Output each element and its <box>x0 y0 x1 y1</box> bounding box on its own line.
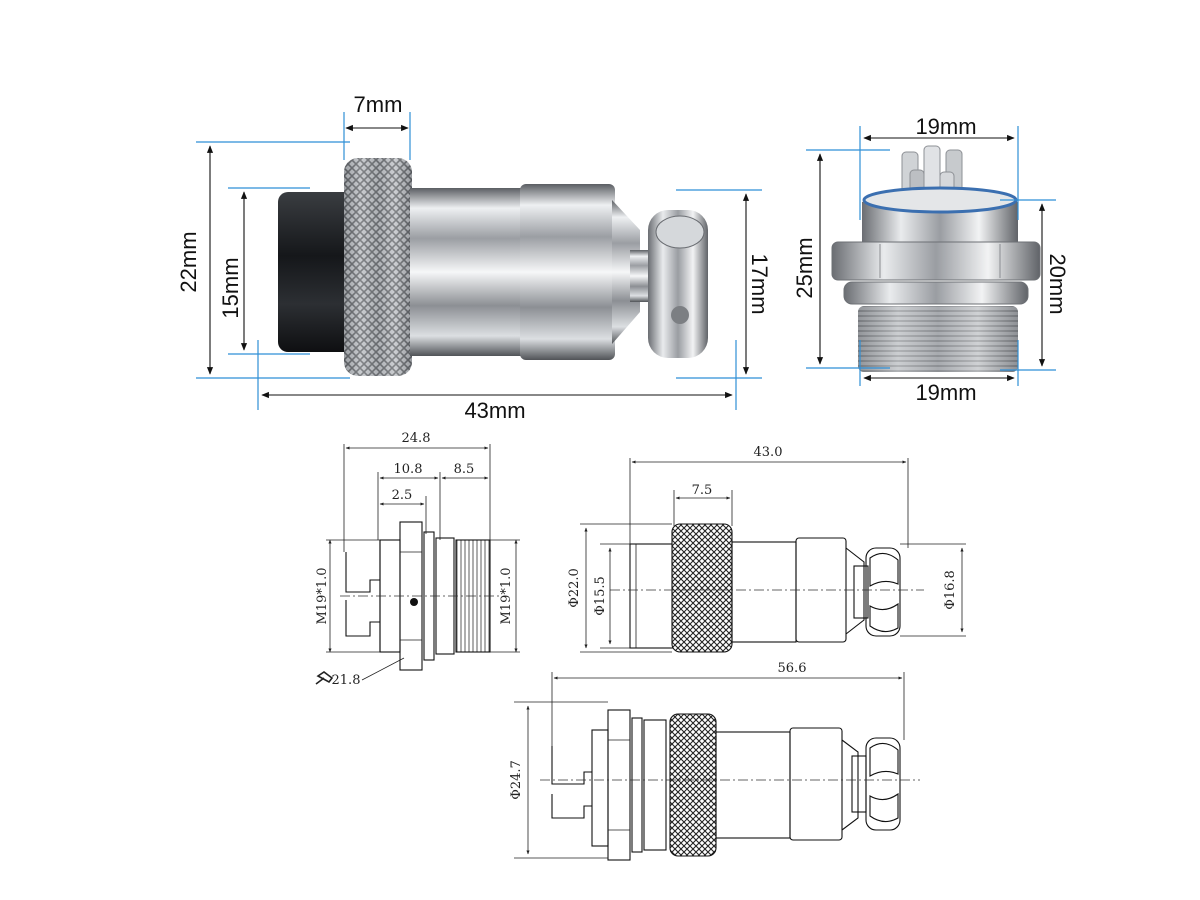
plug-drawing <box>610 523 924 653</box>
assembly-length-label: 56.6 <box>778 661 807 676</box>
plug-length-label: 43.0 <box>754 445 783 460</box>
plug-photo-dimensions <box>196 112 762 410</box>
socket-drawing-labels: 24.8 10.8 8.5 2.5 M19*1.0 M19*1.0 21.8 <box>315 431 514 688</box>
thread-right-label: M19*1.0 <box>499 567 514 624</box>
socket-photo-dimensions <box>806 126 1056 386</box>
plug-rear-diameter-label: Φ16.8 <box>943 570 958 610</box>
plug-drawing-labels: 43.0 7.5 Φ22.0 Φ15.5 Φ16.8 <box>567 445 958 616</box>
socket-bottom-width-label: 19mm <box>915 380 976 405</box>
thread-left-label: M19*1.0 <box>315 567 330 624</box>
socket-photo <box>831 145 1041 372</box>
socket-body-label: 10.8 <box>394 462 423 477</box>
assembly-drawing <box>540 709 920 861</box>
socket-top-width-label: 19mm <box>915 114 976 139</box>
wrench-label: 21.8 <box>332 673 361 688</box>
assembly-drawing-dimensions <box>514 672 905 859</box>
socket-drawing <box>340 521 500 671</box>
plug-photo-labels: 7mm 43mm 22mm 15mm 17mm <box>176 92 772 423</box>
socket-height-label: 25mm <box>792 237 817 298</box>
front-height-label: 15mm <box>218 257 243 318</box>
socket-length-label: 24.8 <box>402 431 431 446</box>
socket-flange-label: 2.5 <box>392 488 413 503</box>
socket-thread-label: 8.5 <box>454 462 475 477</box>
plug-photo <box>278 158 708 376</box>
socket-thread-height-label: 20mm <box>1045 253 1070 314</box>
total-length-label: 43mm <box>464 398 525 423</box>
rear-height-label: 17mm <box>747 253 772 314</box>
plug-drawing-dimensions <box>580 458 966 653</box>
assembly-drawing-labels: 56.6 Φ24.7 <box>509 661 806 800</box>
socket-drawing-dimensions <box>315 444 520 685</box>
knurl-width-label: 7mm <box>354 92 403 117</box>
plug-diameter-label: Φ22.0 <box>567 568 582 608</box>
outer-height-label: 22mm <box>176 231 201 292</box>
assembly-diameter-label: Φ24.7 <box>509 760 524 800</box>
plug-front-diameter-label: Φ15.5 <box>593 576 608 616</box>
wrench-icon <box>315 671 334 685</box>
socket-photo-labels: 19mm 19mm 25mm 20mm <box>792 114 1070 405</box>
plug-knurl-label: 7.5 <box>692 483 713 498</box>
